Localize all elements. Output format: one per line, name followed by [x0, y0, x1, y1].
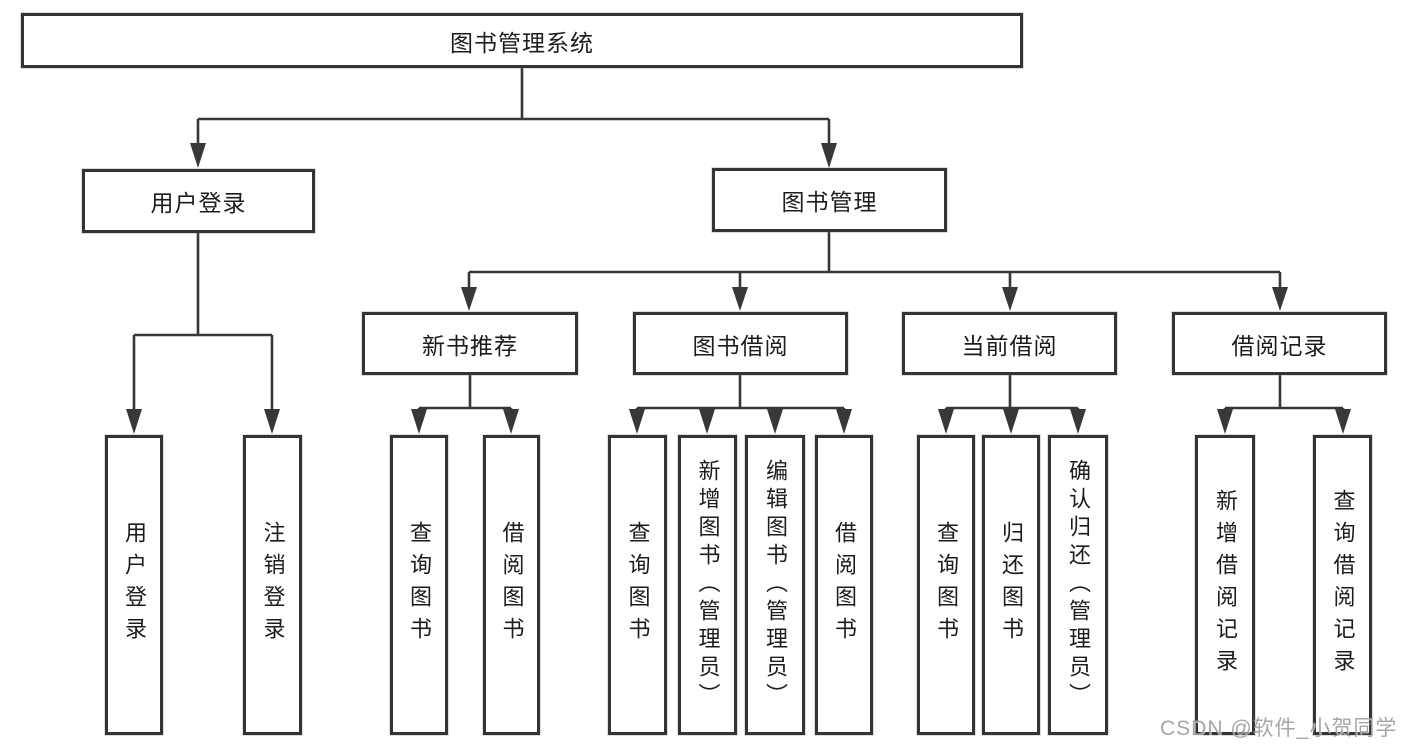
leaf-query-borrow-record: 查询借阅记录 — [1313, 435, 1372, 735]
leaf-borrow-books-borrowing: 借阅图书 — [815, 435, 873, 735]
node-new-book-recommendation: 新书推荐 — [362, 312, 578, 375]
node-book-borrowing: 图书借阅 — [633, 312, 848, 375]
leaf-return-books-label: 归还图书 — [999, 521, 1024, 649]
leaf-add-borrow-record-label: 新增借阅记录 — [1213, 489, 1238, 681]
leaf-logout-login: 注销登录 — [243, 435, 302, 735]
leaf-user-login-label: 用户登录 — [122, 521, 147, 649]
leaf-query-borrow-record-label: 查询借阅记录 — [1330, 489, 1356, 681]
node-root: 图书管理系统 — [21, 13, 1023, 68]
csdn-watermark: CSDN @软件_小贺同学 — [1160, 717, 1398, 740]
node-current-borrowing: 当前借阅 — [902, 312, 1117, 375]
leaf-borrow-books-recommend-label: 借阅图书 — [499, 521, 525, 649]
node-book-borrowing-label: 图书借阅 — [692, 332, 789, 359]
leaf-return-books: 归还图书 — [982, 435, 1040, 735]
leaf-add-borrow-record: 新增借阅记录 — [1195, 435, 1255, 735]
node-borrowing-records-label: 借阅记录 — [1231, 332, 1328, 359]
node-user-login-label: 用户登录 — [150, 190, 247, 216]
node-book-management: 图书管理 — [712, 168, 947, 232]
leaf-borrow-books-borrowing-label: 借阅图书 — [832, 521, 857, 649]
leaf-user-login: 用户登录 — [105, 435, 163, 735]
node-borrowing-records: 借阅记录 — [1172, 312, 1387, 375]
node-new-book-recommendation-label: 新书推荐 — [422, 332, 518, 359]
leaf-query-books-borrowing-label: 查询图书 — [625, 521, 651, 649]
leaf-logout-login-label: 注销登录 — [260, 521, 286, 649]
leaf-borrow-books-recommend: 借阅图书 — [483, 435, 540, 735]
leaf-query-books-recommend: 查询图书 — [390, 435, 448, 735]
leaf-query-books-recommend-label: 查询图书 — [407, 521, 432, 649]
node-current-borrowing-label: 当前借阅 — [961, 332, 1058, 359]
node-user-login: 用户登录 — [82, 169, 315, 233]
leaf-confirm-return-admin-label: 确认归还（管理员） — [1066, 459, 1091, 711]
leaf-confirm-return-admin: 确认归还（管理员） — [1048, 435, 1108, 735]
leaf-query-books-borrowing: 查询图书 — [608, 435, 667, 735]
leaf-query-books-current: 查询图书 — [917, 435, 975, 735]
leaf-add-books-admin: 新增图书（管理员） — [678, 435, 737, 735]
leaf-add-books-admin-label: 新增图书（管理员） — [695, 459, 721, 711]
leaf-query-books-current-label: 查询图书 — [934, 521, 959, 649]
node-root-label: 图书管理系统 — [450, 29, 594, 56]
node-book-management-label: 图书管理 — [781, 189, 878, 215]
leaf-edit-books-admin-label: 编辑图书（管理员） — [763, 459, 788, 711]
leaf-edit-books-admin: 编辑图书（管理员） — [745, 435, 805, 735]
